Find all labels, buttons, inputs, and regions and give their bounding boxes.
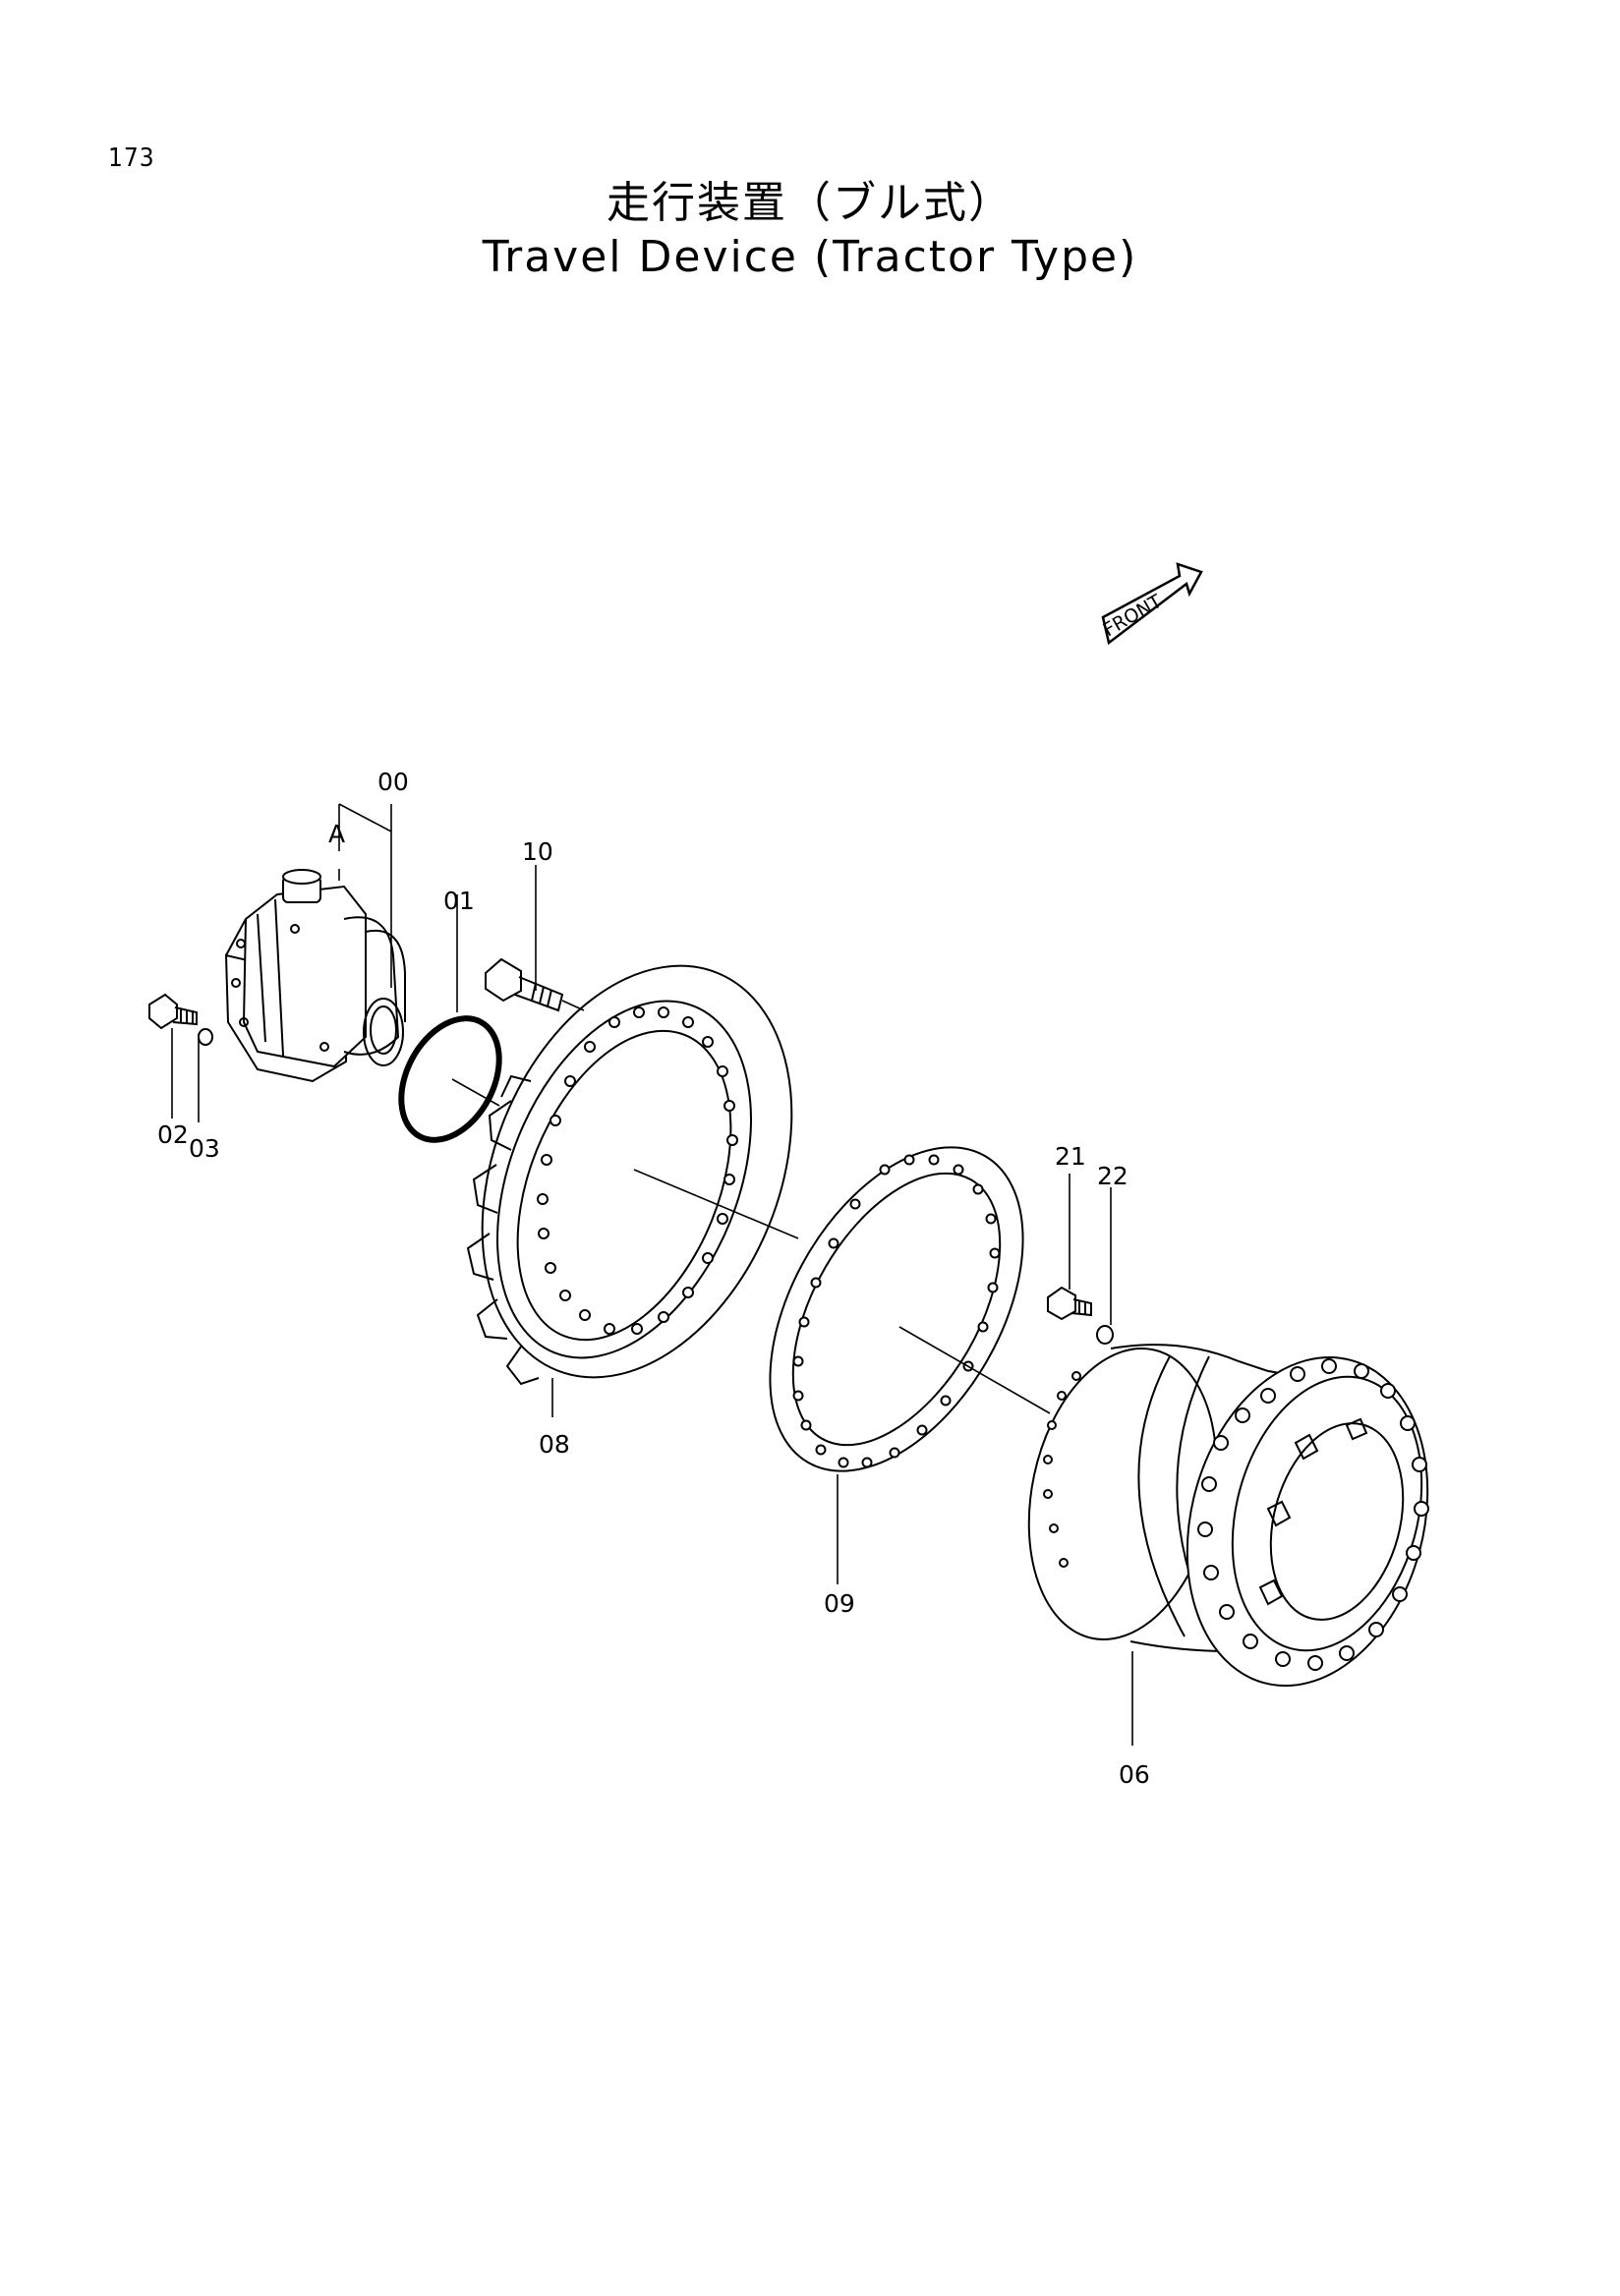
- bolt-part-21: [1047, 1286, 1092, 1321]
- washer-part-22: [1096, 1325, 1114, 1345]
- bolt-part-02: [148, 993, 198, 1030]
- callout-a: A: [328, 820, 345, 848]
- callout-08: 08: [539, 1430, 570, 1459]
- ring-part-09: [769, 1146, 1024, 1472]
- callout-00: 00: [377, 768, 409, 796]
- reduction-gear-part-06: [1027, 1344, 1429, 1688]
- callout-09: 09: [824, 1589, 855, 1618]
- callout-10: 10: [522, 837, 553, 866]
- leader-lines: [171, 803, 1133, 1746]
- callout-06: 06: [1119, 1760, 1150, 1789]
- callout-21: 21: [1055, 1142, 1086, 1171]
- front-arrow: FRONT: [1100, 562, 1203, 646]
- bolt-part-10: [485, 957, 564, 1012]
- title-japanese: 走行装置（ブル式）: [607, 178, 1013, 228]
- callout-labels: 00 A 01 10 02 03 08 21 22 09 06: [157, 768, 1150, 1789]
- callout-01: 01: [443, 887, 475, 915]
- callout-22: 22: [1097, 1162, 1128, 1190]
- page-number: 173: [108, 144, 155, 173]
- washer-part-03: [198, 1028, 213, 1046]
- callout-02: 02: [157, 1120, 189, 1149]
- front-label: FRONT: [1100, 591, 1167, 642]
- title-english: Travel Device (Tractor Type): [482, 232, 1138, 282]
- travel-motor-part-00: [224, 869, 406, 1083]
- callout-03: 03: [189, 1134, 220, 1163]
